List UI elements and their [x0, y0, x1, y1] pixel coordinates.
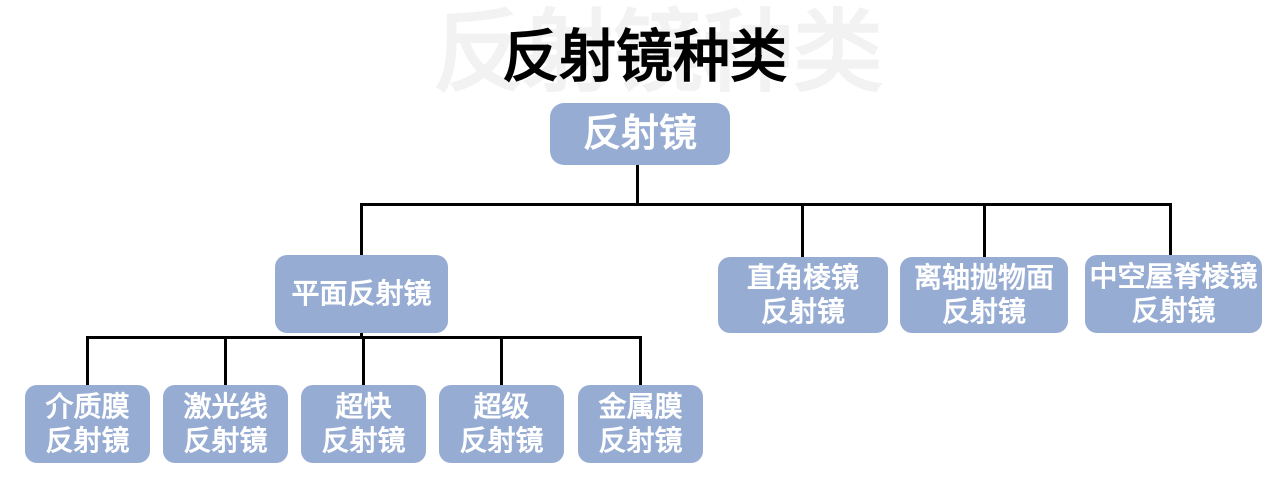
node-off-axis-parabolic-mirror: 离轴抛物面 反射镜 — [900, 257, 1068, 333]
node-super-mirror: 超级 反射镜 — [439, 385, 564, 463]
connector-drop-super-mirror — [500, 336, 503, 385]
connector-drop-hollow-roof-prism-mirror — [1169, 203, 1172, 255]
node-hollow-roof-prism-mirror: 中空屋脊棱镜 反射镜 — [1085, 255, 1262, 333]
node-reflector-root: 反射镜 — [550, 103, 730, 165]
connector-drop-laser-line-mirror — [224, 336, 227, 385]
page-title: 反射镜种类 — [502, 25, 787, 89]
connector-drop-off-axis-parabolic-mirror — [983, 203, 986, 257]
node-right-angle-prism-mirror: 直角棱镜 反射镜 — [718, 257, 888, 333]
ghost-watermark-title: 反射镜种类 — [433, 3, 883, 103]
node-laser-line-mirror: 激光线 反射镜 — [163, 385, 288, 463]
connector-drop-plane-mirror — [360, 203, 363, 255]
connector-drop-dielectric-mirror — [86, 336, 89, 385]
node-ultrafast-mirror: 超快 反射镜 — [301, 385, 426, 463]
connector-root-stem — [636, 165, 639, 206]
node-metallic-mirror: 金属膜 反射镜 — [578, 385, 703, 463]
connector-drop-ultrafast-mirror — [362, 336, 365, 385]
node-dielectric-mirror: 介质膜 反射镜 — [25, 385, 150, 463]
connector-drop-metallic-mirror — [639, 336, 642, 385]
connector-drop-right-angle-prism-mirror — [801, 203, 804, 257]
node-plane-mirror: 平面反射镜 — [275, 255, 448, 333]
connector-level2-bar — [360, 203, 1172, 206]
